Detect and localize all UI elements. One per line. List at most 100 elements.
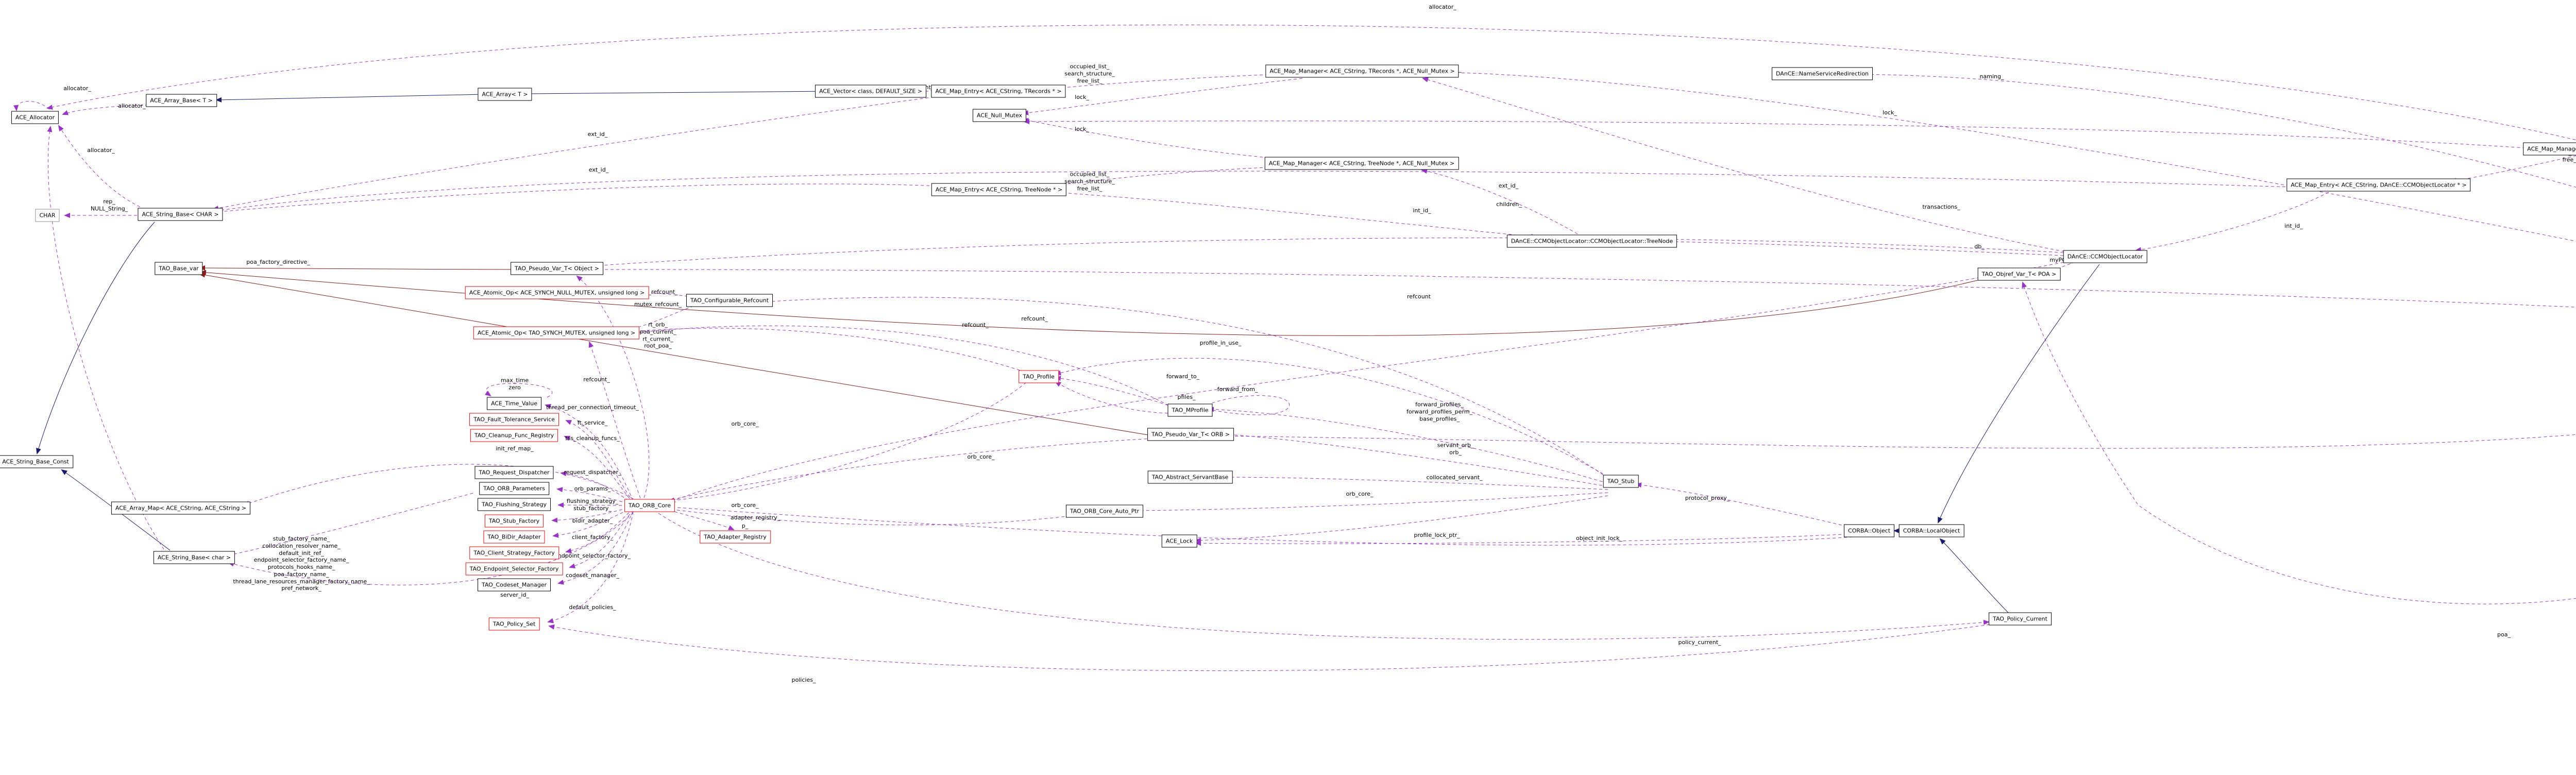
class-node-ace-map-manager-trecords[interactable]: ACE_Map_Manager< ACE_CString, TRecords *… (1265, 64, 1459, 78)
class-node-tao-request-dispatcher[interactable]: TAO_Request_Dispatcher (474, 466, 554, 479)
class-node-ace-allocator[interactable]: ACE_Allocator (11, 111, 59, 124)
class-node-tao-flushing-strategy[interactable]: TAO_Flushing_Strategy (477, 498, 551, 511)
class-node-tao-stub[interactable]: TAO_Stub (1603, 475, 1639, 488)
edge-purple-71 (547, 511, 634, 624)
edge-purple-19 (1022, 117, 1303, 161)
edge-label: object_init_lock_ (1576, 535, 1622, 542)
class-node-ace-map-entry-trecords[interactable]: ACE_Map_Entry< ACE_CString, TRecords * > (931, 85, 1066, 98)
class-node-ace-vector[interactable]: ACE_Vector< class, DEFAULT_SIZE > (815, 85, 927, 98)
class-node-tao-pseudo-var-object[interactable]: TAO_Pseudo_Var_T< Object > (511, 262, 603, 275)
edge-blue-1 (526, 91, 831, 96)
class-node-ace-array-base[interactable]: ACE_Array_Base< T > (146, 94, 217, 107)
class-node-tao-bidir-adapter[interactable]: TAO_BiDir_Adapter (483, 530, 545, 544)
class-node-tao-configurable-refcount[interactable]: TAO_Configurable_Refcount (686, 294, 773, 307)
class-node-tao-fault-tolerance-service[interactable]: TAO_Fault_Tolerance_Service (469, 413, 559, 426)
class-node-tao-abstract-servantbase[interactable]: TAO_Abstract_ServantBase (1147, 470, 1233, 484)
edge-label: forward_from_ (1217, 386, 1258, 393)
edge-label: init_ref_map_ (496, 445, 534, 452)
edge-purple-62 (564, 435, 634, 503)
edge-purple-39 (615, 325, 1174, 409)
class-node-ace-atomic-op-tao[interactable]: ACE_Atomic_Op< TAO_SYNCH_MUTEX, unsigned… (473, 326, 640, 340)
edge-blue-0 (215, 94, 485, 103)
class-node-tao-stub-factory[interactable]: TAO_Stub_Factory (484, 514, 544, 528)
edge-blue-2 (36, 222, 155, 454)
edge-label: mutex_refcount_ (634, 301, 682, 308)
edge-purple-22 (1045, 191, 1537, 239)
edge-label: flushing_strategy_ (566, 498, 619, 505)
class-node-dance-nameserviceredirection[interactable]: DAnCE::NameServiceRedirection (1771, 67, 1873, 80)
edge-label: allocator_ (87, 147, 115, 154)
class-node-dance-ccmobjectlocator-treenode[interactable]: DAnCE::CCMObjectLocator::CCMObjectLocato… (1506, 234, 1677, 248)
edge-label: ext_id_ (587, 131, 608, 138)
edge-purple-36 (1219, 433, 2576, 449)
edge-purple-27 (2135, 192, 2329, 252)
edge-group (13, 24, 2576, 671)
edge-purple-11 (13, 101, 50, 111)
class-node-tao-orb-core[interactable]: TAO_ORB_Core (624, 499, 675, 512)
class-node-ace-array[interactable]: ACE_Array< T > (478, 88, 532, 101)
class-node-ace-string-base-const[interactable]: ACE_String_Base_Const (0, 455, 73, 468)
edge-purple-44 (1055, 376, 1174, 408)
class-node-ace-lock[interactable]: ACE_Lock (1161, 534, 1197, 548)
class-node-ace-map-entry-treenode[interactable]: ACE_Map_Entry< ACE_CString, TreeNode * > (931, 183, 1067, 196)
edge-label: tss_cleanup_funcs_ (565, 435, 620, 442)
class-node-ace-null-mutex[interactable]: ACE_Null_Mutex (972, 109, 1027, 122)
edge-label: children_ (1496, 201, 1522, 208)
class-node-ace-map-entry-ccmobjectlocator[interactable]: ACE_Map_Entry< ACE_CString, DAnCE::CCMOb… (2286, 178, 2471, 192)
class-node-tao-client-strategy-factory[interactable]: TAO_Client_Strategy_Factory (469, 546, 559, 560)
class-node-tao-codeset-manager[interactable]: TAO_Codeset_Manager (477, 578, 551, 592)
class-node-tao-cleanup-func-registry[interactable]: TAO_Cleanup_Func_Registry (470, 429, 558, 442)
edge-label: allocator_ (1429, 4, 1456, 11)
edge-label: protocol_proxy_ (1685, 495, 1730, 502)
class-node-tao-base-var[interactable]: TAO_Base_var (155, 262, 203, 275)
edge-purple-56 (663, 508, 735, 530)
edge-purple-46 (1206, 395, 1290, 415)
edge-purple-42 (761, 297, 1608, 479)
class-node-tao-adapter-registry[interactable]: TAO_Adapter_Registry (700, 530, 771, 544)
edge-label: forward_to_ (1166, 373, 1200, 380)
edge-purple-40 (615, 328, 1026, 373)
edge-label: lock_ (1883, 109, 1897, 116)
class-node-ace-map-manager-ccmobjectlocator[interactable]: ACE_Map_Manager< ACE_CString, DAnCE::CCM… (2523, 142, 2576, 156)
class-node-tao-profile[interactable]: TAO_Profile (1019, 370, 1059, 383)
edge-label: db_ (1974, 243, 1985, 250)
edge-purple-48 (1219, 431, 1608, 487)
class-node-ace-string-base-char[interactable]: ACE_String_Base< char > (153, 551, 235, 564)
class-node-tao-objref-var-poa[interactable]: TAO_Objref_Var_T< POA > (1977, 267, 2061, 281)
class-node-corba-object[interactable]: CORBA::Object (1843, 524, 1895, 537)
class-node-ace-string-base-CHAR[interactable]: ACE_String_Base< CHAR > (138, 208, 223, 221)
class-node-dance-ccmobjectlocator[interactable]: DAnCE::CCMObjectLocator (2063, 250, 2147, 263)
edge-purple-31 (1423, 70, 2576, 242)
edge-label: allocator_ (118, 103, 146, 110)
class-node-tao-orb-core-auto-ptr[interactable]: TAO_ORB_Core_Auto_Ptr (1065, 504, 1144, 518)
edge-purple-68 (565, 508, 634, 553)
edge-label: orb_core_ (967, 453, 995, 461)
edge-label: p_ (741, 523, 749, 530)
class-node-ace-atomic-op-null[interactable]: ACE_Atomic_Op< ACE_SYNCH_NULL_MUTEX, uns… (465, 286, 649, 299)
edge-purple-12 (58, 125, 151, 212)
class-node-ace-time-value[interactable]: ACE_Time_Value (486, 397, 542, 410)
class-node-tao-pseudo-var-orb[interactable]: TAO_Pseudo_Var_T< ORB > (1147, 428, 1234, 441)
class-node-ace-map-manager-treenode[interactable]: ACE_Map_Manager< ACE_CString, TreeNode *… (1264, 157, 1459, 170)
class-node-tao-policy-current[interactable]: TAO_Policy_Current (1989, 612, 2052, 626)
edge-purple-72 (548, 624, 1990, 671)
class-node-tao-policy-set[interactable]: TAO_Policy_Set (488, 617, 540, 631)
edge-label: forward_profiles_ forward_profiles_perm_… (1406, 401, 1472, 422)
class-node-char[interactable]: CHAR (35, 209, 60, 222)
edge-label: endpoint_selector_factory_ (554, 552, 631, 560)
edge-purple-18 (1022, 78, 1303, 115)
edge-label: occupied_list_ search_structure_ free_li… (1064, 171, 1115, 192)
edge-label: ft_service_ (577, 419, 608, 427)
edge-purple-74 (227, 493, 473, 557)
edge-purple-80 (576, 275, 650, 498)
edge-label: poa_ (2497, 631, 2511, 638)
edge-purple-35 (2022, 281, 2576, 604)
edge-label: profile_lock_ptr_ (1414, 532, 1460, 539)
class-node-corba-localobject[interactable]: CORBA::LocalObject (1899, 524, 1964, 537)
edge-label: collocated_servant_ (1426, 474, 1483, 481)
edge-purple-29 (1647, 239, 2075, 257)
class-node-tao-mprofile[interactable]: TAO_MProfile (1167, 403, 1213, 417)
class-node-tao-orb-parameters[interactable]: TAO_ORB_Parameters (479, 482, 549, 495)
class-node-ace-array-map[interactable]: ACE_Array_Map< ACE_CString, ACE_CString … (111, 501, 251, 515)
class-node-tao-endpoint-selector-factory[interactable]: TAO_Endpoint_Selector_Factory (465, 562, 563, 576)
